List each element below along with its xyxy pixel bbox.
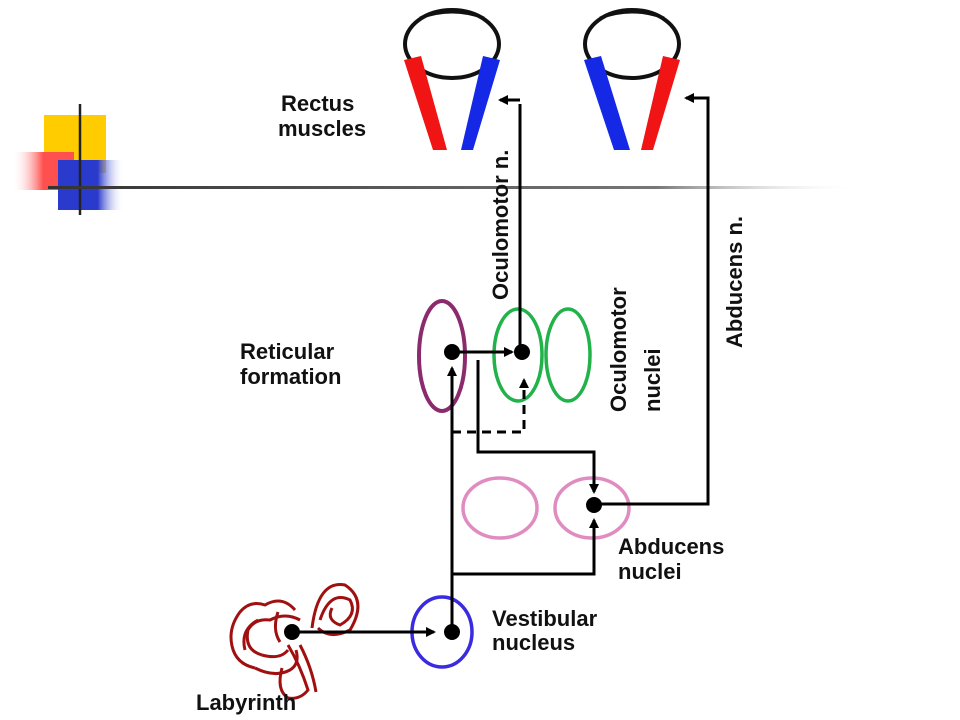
oculomotor-nucleus-left [492, 307, 544, 403]
oculomotor-nuclei-label-line1: Oculomotor [606, 287, 631, 412]
vestibular-node [444, 624, 460, 640]
oculomotor-node [514, 344, 530, 360]
reticular-node [444, 344, 460, 360]
labyrinth-label: Labyrinth [196, 690, 296, 715]
left-eye [403, 8, 501, 150]
right-eye [583, 8, 681, 150]
pathway-lines [292, 93, 710, 637]
slide-decoration [12, 104, 860, 215]
abducens-node [586, 497, 602, 513]
abducens-nerve-label: Abducens n. [722, 216, 747, 348]
reticular-formation-outline [417, 299, 467, 413]
title-rule [48, 186, 860, 189]
abducens-nuclei-label-line1: Abducens [618, 534, 724, 559]
abducens-nucleus-left [461, 476, 539, 540]
oculomotor-nuclei-label-line2: nuclei [640, 348, 665, 412]
reticular-label-line2: formation [240, 364, 341, 389]
oculomotor-nerve-label: Oculomotor n. [488, 150, 513, 300]
rectus-label-line2: muscles [278, 116, 366, 141]
rectus-label-line1: Rectus [281, 91, 354, 116]
right-eye-blue-muscle [584, 56, 630, 150]
labyrinth-node [284, 624, 300, 640]
reticular-label-line1: Reticular [240, 339, 335, 364]
left-eye-blue-muscle [461, 56, 500, 150]
right-eye-red-muscle [641, 56, 680, 150]
vestibular-label-line2: nucleus [492, 630, 575, 655]
abducens-nucleus-right [553, 476, 631, 540]
labyrinth-drawing [229, 583, 360, 700]
dashed-pathway [452, 378, 529, 434]
oculomotor-nucleus-right [544, 307, 592, 403]
pathway-nodes [284, 344, 602, 640]
left-eye-red-muscle [404, 56, 447, 150]
vestibular-label-line1: Vestibular [492, 606, 598, 631]
deco-blue-square [58, 160, 124, 210]
abducens-nuclei-label-line2: nuclei [618, 559, 682, 584]
